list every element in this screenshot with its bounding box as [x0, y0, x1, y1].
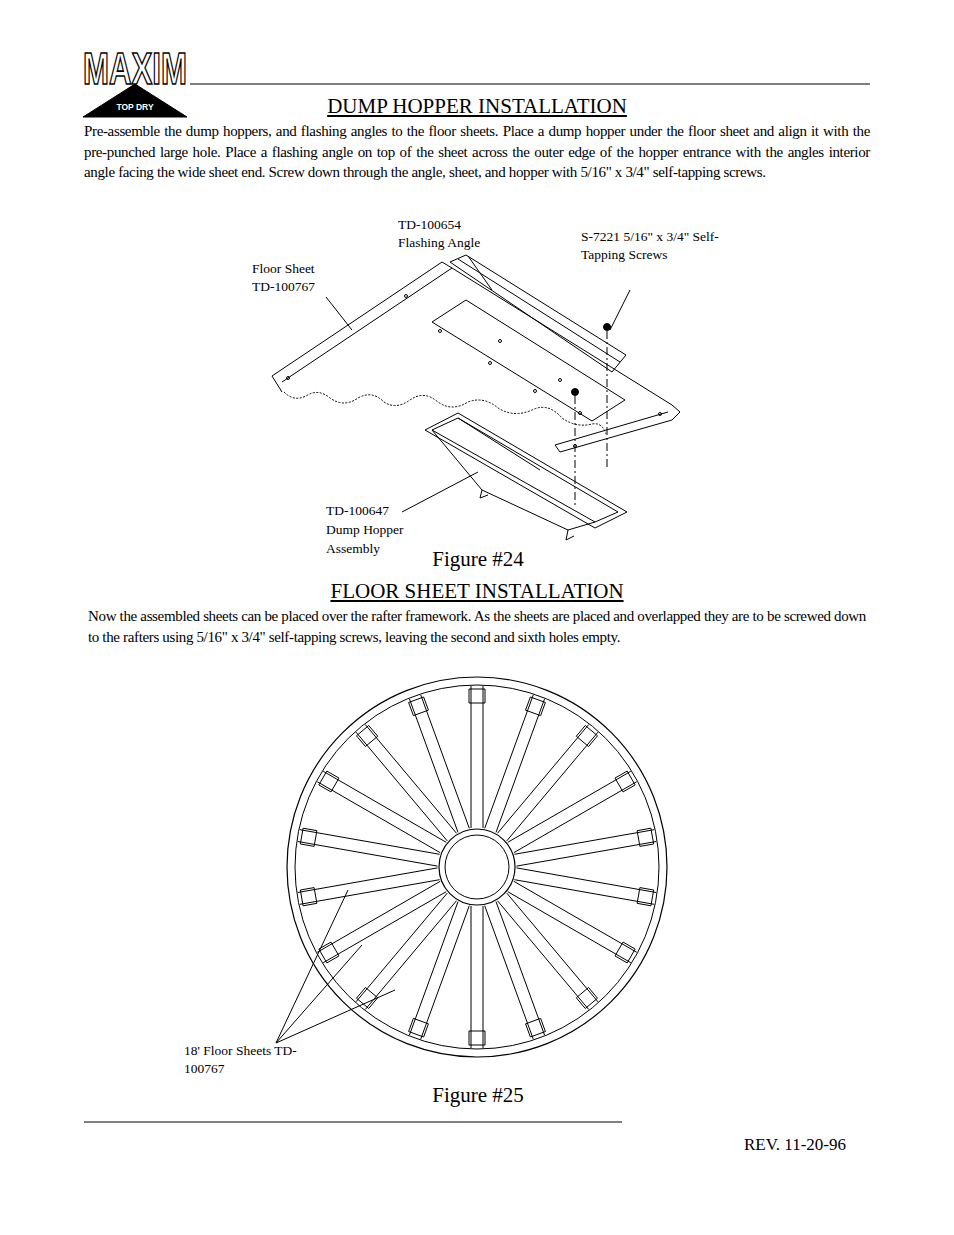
rafter-edge	[497, 901, 588, 1010]
logo-tagline: TOP DRY	[104, 103, 166, 112]
rafter-bracket	[469, 689, 485, 703]
footer-rule	[84, 1121, 622, 1122]
rafter-bracket	[409, 697, 429, 716]
leader-lines	[276, 890, 395, 1043]
rafter-edge	[409, 902, 458, 1035]
leader-lines	[326, 256, 630, 512]
rafter-edge	[514, 830, 654, 855]
flashing-angle-drawing	[450, 255, 626, 372]
rafter-bracket	[615, 771, 635, 792]
rafter-bracket	[319, 771, 339, 792]
rafter-edge	[514, 880, 654, 905]
screws	[572, 324, 611, 506]
bin-floor-plan	[287, 677, 667, 1057]
section-heading: DUMP HOPPER INSTALLATION	[200, 93, 754, 119]
part-callout: TD-100647 Dump Hopper Assembly	[326, 501, 416, 558]
rafter-edge	[508, 892, 631, 963]
rafter-bracket	[576, 987, 597, 1008]
rafter-edge	[421, 695, 470, 828]
rafter-edge	[471, 686, 472, 828]
figure-caption: Figure #25	[380, 1082, 576, 1108]
rafter-bracket	[300, 888, 317, 906]
rafter-bracket	[526, 1018, 546, 1037]
rafter-edge	[508, 771, 631, 842]
rafter-edge	[514, 782, 637, 853]
rafter-bracket	[576, 726, 597, 747]
part-callout: S-7221 5/16" x 3/4" Self-Tapping Screws	[581, 228, 721, 264]
rafter-edge	[507, 732, 598, 841]
rafter-edge	[365, 724, 456, 833]
rafter-bracket	[615, 942, 635, 963]
section-heading: FLOOR SHEET INSTALLATION	[200, 578, 754, 604]
rafter-bracket	[300, 828, 317, 846]
rafter-bracket	[526, 697, 546, 716]
rafter-bracket	[637, 888, 654, 906]
rafter-edge	[483, 906, 484, 1048]
rafter-edge	[323, 771, 446, 842]
part-callout: Floor Sheet TD-100767	[252, 260, 334, 296]
rafter-edge	[356, 732, 447, 841]
rafter-edge	[300, 880, 440, 905]
rafter-edge	[409, 699, 458, 832]
rafter-bracket	[469, 1031, 485, 1045]
rafter-edge	[485, 695, 534, 828]
body-paragraph: Pre-assemble the dump hoppers, and flash…	[84, 121, 870, 183]
rafter-bracket	[409, 1018, 429, 1037]
rafter-bracket	[356, 726, 377, 747]
rafter-edge	[496, 699, 545, 832]
rafter-edge	[516, 841, 656, 866]
part-callout: 18' Floor Sheets TD-100767	[184, 1042, 302, 1078]
dump-hopper-drawing	[425, 413, 627, 540]
rafter-bracket	[637, 828, 654, 846]
rafter-edge	[300, 830, 440, 855]
rafter-edge	[483, 686, 484, 828]
rafter-edge	[421, 906, 470, 1039]
rafter-edge	[516, 868, 656, 893]
figure-caption: Figure #24	[380, 546, 576, 572]
logo-wordmark: MAXIM	[83, 47, 187, 91]
rafter-edge	[298, 868, 438, 893]
rafter-edge	[485, 906, 534, 1039]
part-callout: TD-100654 Flashing Angle	[398, 216, 510, 252]
rafter-edge	[471, 906, 472, 1048]
header-rule	[190, 83, 870, 84]
body-paragraph: Now the assembled sheets can be placed o…	[88, 606, 866, 647]
rafter-edge	[298, 841, 438, 866]
revision-note: REV. 11-20-96	[700, 1134, 846, 1155]
rafter-edge	[507, 893, 598, 1002]
rafter-edge	[496, 902, 545, 1035]
rafter-edge	[356, 893, 447, 1002]
